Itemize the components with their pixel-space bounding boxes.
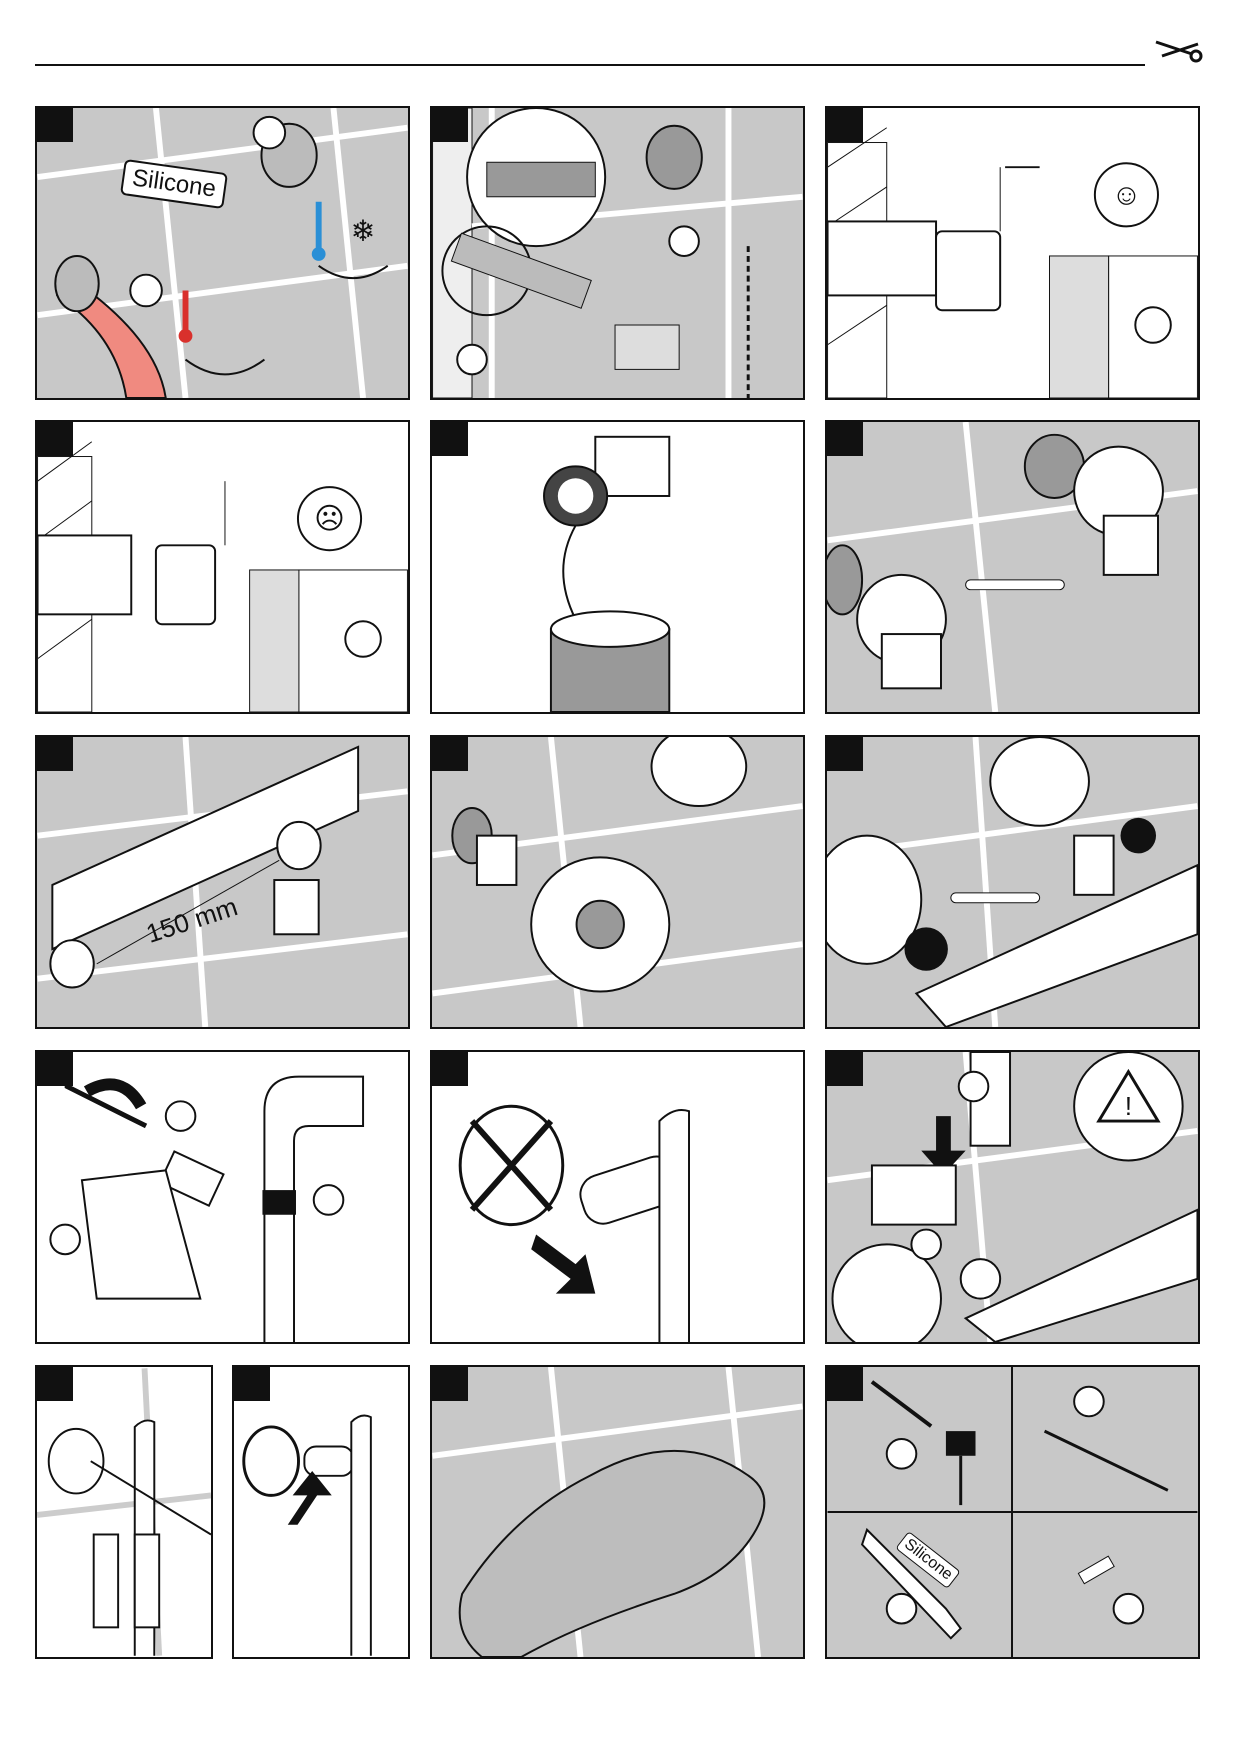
step-number-badge: [827, 737, 863, 771]
bracket-attach-illustration: [242, 1414, 372, 1656]
step-number-badge: [37, 737, 73, 771]
cloth-cover-illustration: [432, 1367, 803, 1657]
correct-depth-illustration: ☺: [827, 127, 1198, 398]
step-2-panel: [430, 106, 805, 400]
step-8-panel: [430, 735, 805, 1029]
step-number-badge: [827, 1367, 863, 1401]
step-number-badge: [37, 1052, 73, 1086]
pipe-cut-illustration: [432, 108, 803, 398]
wall-bracket-illustration: [458, 1104, 690, 1342]
header-rule: [35, 64, 1145, 66]
svg-text:!: !: [1125, 1093, 1132, 1121]
step-9-panel: [825, 735, 1200, 1029]
svg-text:☹: ☹: [314, 503, 345, 536]
step-10-panel: [35, 1050, 410, 1344]
level-alignment-illustration: [37, 737, 408, 1027]
step-number-badge: [37, 422, 73, 456]
step-number-badge: [432, 737, 468, 771]
step-number-badge: [827, 1052, 863, 1086]
step-5-panel: [430, 420, 805, 714]
thread-seal-illustration: [543, 435, 671, 712]
step-1-panel: ❄ Silicone: [35, 106, 410, 400]
assembly-grid-illustration: [827, 1367, 1198, 1657]
svg-text:❄: ❄: [351, 215, 376, 248]
step-number-badge: [432, 1052, 468, 1086]
step-number-badge: [234, 1367, 270, 1401]
step-14-panel: [232, 1365, 410, 1659]
eccentric-install-illustration: [827, 422, 1198, 712]
drill-template-illustration: [37, 1368, 211, 1656]
step-6-panel: [825, 420, 1200, 714]
cover-cap-illustration: [432, 737, 803, 1027]
step-number-badge: [432, 108, 468, 142]
step-number-badge: [37, 1367, 73, 1401]
step-7-panel: 150 mm: [35, 735, 410, 1029]
step-12-panel: !: [825, 1050, 1200, 1344]
step-4-panel: ☹: [35, 420, 410, 714]
step-13-panel: [35, 1365, 213, 1659]
step-number-badge: [37, 108, 73, 142]
step-11-panel: [430, 1050, 805, 1344]
warning-installation-illustration: !: [827, 1052, 1198, 1342]
step-15-panel: [430, 1365, 805, 1659]
hex-key-fitting-illustration: [49, 1052, 365, 1342]
step-number-badge: [827, 422, 863, 456]
step-number-badge: [432, 1367, 468, 1401]
step-number-badge: [432, 422, 468, 456]
step-number-badge: [827, 108, 863, 142]
step-16-panel: Silicone: [825, 1365, 1200, 1659]
step-3-panel: ☺: [825, 106, 1200, 400]
silicone-seal-illustration: ❄: [37, 108, 408, 398]
incorrect-depth-illustration: ☹: [37, 441, 408, 712]
wrench-icon: [1155, 40, 1203, 63]
svg-text:☺: ☺: [1111, 179, 1141, 212]
thermostat-mount-illustration: [827, 737, 1198, 1027]
